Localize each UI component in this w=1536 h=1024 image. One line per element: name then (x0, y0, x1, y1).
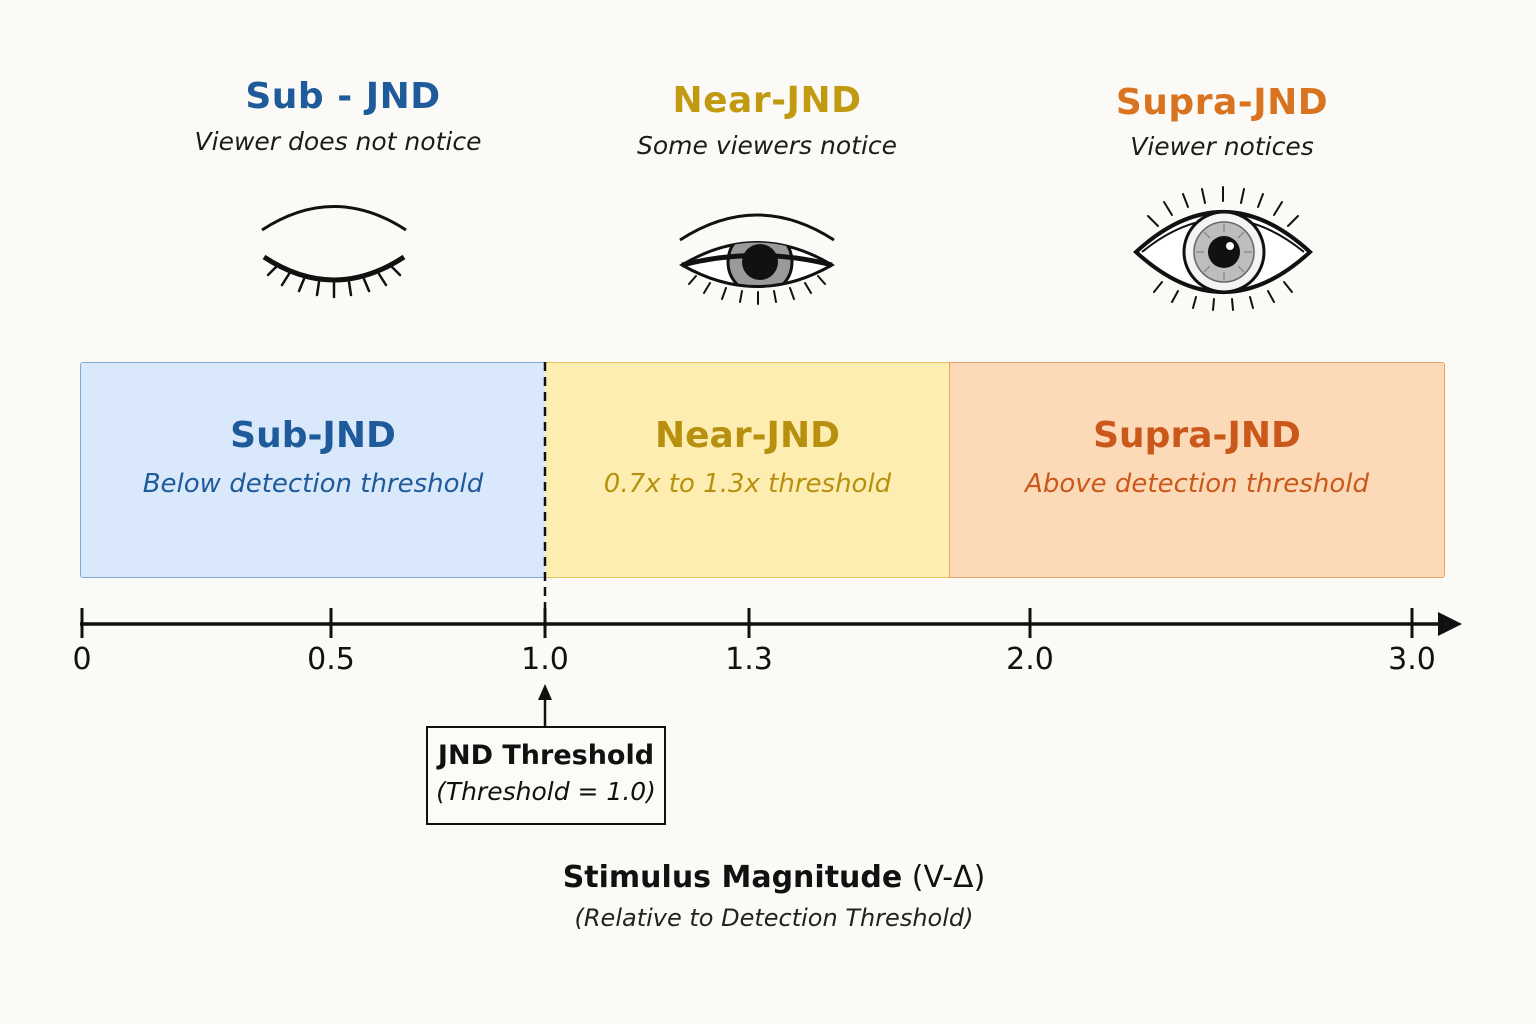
open-eye-icon (1133, 186, 1313, 311)
axis-arrowhead (1438, 612, 1462, 636)
tick-label-1.0: 1.0 (521, 642, 569, 677)
axis-title-symbol: (V-Δ) (911, 860, 986, 895)
jnd-threshold-box: JND Threshold (Threshold = 1.0) (426, 726, 666, 825)
band-near-jnd: Near-JND 0.7x to 1.3x threshold (545, 362, 950, 578)
tick-label-1.3: 1.3 (725, 642, 773, 677)
threshold-title: JND Threshold (437, 740, 655, 771)
band-supra-jnd: Supra-JND Above detection threshold (949, 362, 1445, 578)
tick-label-0.5: 0.5 (307, 642, 355, 677)
band-subtitle-supra-jnd: Above detection threshold (1025, 469, 1369, 499)
axis-subtitle: (Relative to Detection Threshold) (574, 904, 974, 932)
threshold-pointer-arrowhead (538, 684, 552, 700)
band-sub-jnd: Sub-JND Below detection threshold (80, 362, 545, 578)
closed-eye-icon (261, 205, 407, 299)
band-subtitle-near-jnd: 0.7x to 1.3x threshold (603, 469, 892, 499)
column-title-near-jnd: Near-JND (672, 80, 862, 121)
axis-title: Stimulus Magnitude (V-Δ) (474, 860, 1074, 895)
band-title-sub-jnd: Sub-JND (230, 415, 396, 456)
column-subtitle-near-jnd: Some viewers notice (636, 131, 898, 160)
band-subtitle-sub-jnd: Below detection threshold (142, 469, 484, 499)
band-title-near-jnd: Near-JND (655, 415, 840, 456)
tick-label-2.0: 2.0 (1006, 642, 1054, 677)
half-open-eye-icon (679, 213, 835, 305)
tick-label-0: 0 (72, 642, 92, 677)
column-title-supra-jnd: Supra-JND (1115, 82, 1329, 123)
band-title-supra-jnd: Supra-JND (1093, 415, 1301, 456)
tick-label-3.0: 3.0 (1388, 642, 1436, 677)
axis-title-text: Stimulus Magnitude (562, 860, 903, 895)
column-subtitle-sub-jnd: Viewer does not notice (194, 127, 482, 156)
column-subtitle-supra-jnd: Viewer notices (1130, 132, 1314, 161)
threshold-subtitle: (Threshold = 1.0) (436, 777, 656, 806)
column-title-sub-jnd: Sub - JND (245, 76, 441, 117)
